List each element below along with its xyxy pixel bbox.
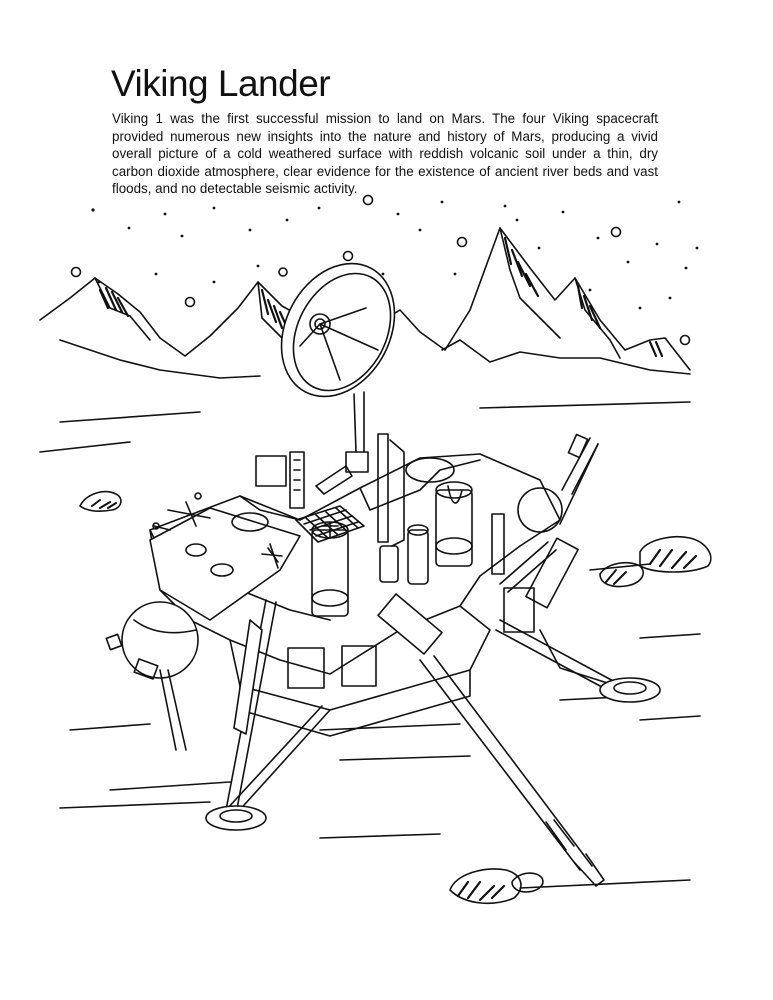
page-title: Viking Lander [111, 63, 331, 104]
dish-antenna [280, 262, 396, 473]
grid-panel [295, 505, 365, 543]
lander [105, 262, 661, 887]
viking-lander-illustration [0, 190, 773, 1000]
intro-paragraph: Viking 1 was the first successful missio… [112, 111, 658, 197]
ground-lines [39, 401, 701, 889]
rocks [79, 490, 712, 905]
bubbles [70, 194, 691, 346]
stars [91, 200, 699, 310]
legs [159, 593, 661, 887]
